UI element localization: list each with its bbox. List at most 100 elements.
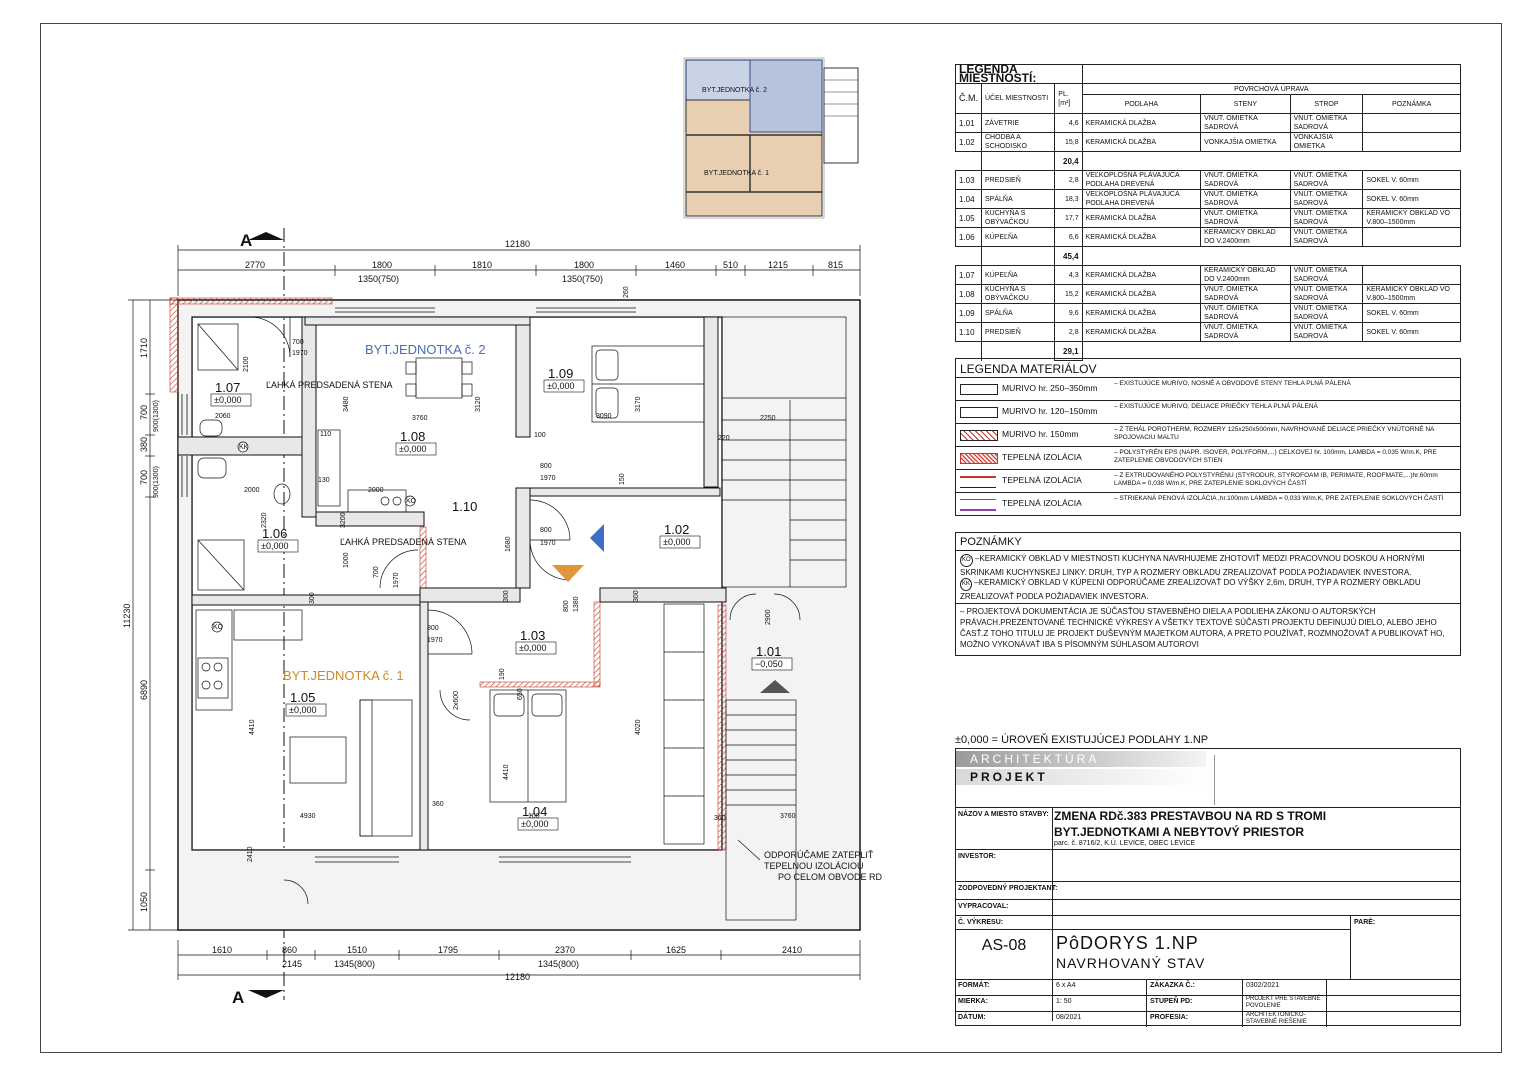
drawing-frame	[40, 23, 1502, 1053]
inner-dimension: 3090	[596, 413, 612, 420]
inner-dimension: 4410	[503, 764, 510, 780]
material-name: TEPELNÁ IZOLÁCIA	[1002, 498, 1082, 508]
lbl-copy: PARÉ:	[1354, 919, 1376, 926]
rooms-legend-sum: 20,4	[1054, 151, 1083, 171]
inner-dimension: 2100	[243, 356, 250, 372]
interior-walls	[177, 316, 727, 851]
room-number: 1.05	[290, 690, 315, 705]
rooms-legend-cell-ceiling: VNÚT. OMIETKA SADROVÁ	[1289, 227, 1364, 247]
insulation-note-1: ODPORÚČAME ZATEPLIŤ	[764, 850, 874, 860]
stage-value: PROJEKT PRE STAVEBNÉ POVOLENIE	[1246, 996, 1321, 1009]
rooms-legend-cell-floor: KERAMICKÁ DLAŽBA	[1081, 303, 1202, 323]
rooms-legend-cell-ceiling: VNÚT. OMIETKA SADROVÁ	[1289, 322, 1364, 342]
inner-dimensions: 7001970210020603480110376031202603090317…	[215, 286, 796, 862]
dim-top-2: 1800	[372, 260, 392, 270]
rooms-legend-cell-floor: VEĽKOPLOŠNÁ PLÁVAJÚCA PODLAHA DREVENÁ	[1081, 170, 1202, 190]
hdr-num: Č.M.	[955, 83, 982, 114]
room-level: −0,050	[755, 659, 783, 669]
material-row: TEPELNÁ IZOLÁCIA– Z EXTRUDOVANÉHO POLYST…	[956, 469, 1460, 492]
rooms-legend-cell-name: ZÁVETRIE	[980, 113, 1056, 133]
material-name: MURIVO hr. 150mm	[1002, 429, 1079, 439]
note-ko: KO –KERAMICKÝ OBKLAD V MIESTNOSTI KUCHYN…	[960, 553, 1456, 578]
rooms-legend-cell-ceiling: VNÚT. OMIETKA SADROVÁ	[1289, 189, 1364, 209]
inner-dimension: 700	[292, 339, 304, 346]
material-swatch	[960, 407, 998, 418]
level-box	[659, 535, 701, 549]
inner-dimension: 300	[503, 590, 510, 602]
dim-top-3: 1810	[472, 260, 492, 270]
lbl-drawn: VYPRACOVAL:	[958, 903, 1009, 910]
rooms-legend-cell-n: 1.01	[955, 113, 982, 133]
hdr-floor: PODLAHA	[1081, 94, 1202, 114]
dim-bottom-3: 1510	[347, 945, 367, 955]
rooms-legend-sum: 45,4	[1054, 246, 1083, 266]
hdr-ceiling: STROP	[1289, 94, 1364, 114]
rooms-legend-cell-note: SOKEL V. 60mm	[1362, 170, 1461, 190]
material-name: TEPELNÁ IZOLÁCIA	[1002, 475, 1082, 485]
rooms-legend-cell-walls: VNÚT. OMIETKA SADROVÁ	[1200, 284, 1291, 304]
rooms-legend-cell-ceiling: VNÚT. OMIETKA SADROVÁ	[1289, 113, 1364, 133]
insulation-right	[717, 604, 727, 851]
inner-dimension: 4930	[300, 813, 316, 820]
dim-top-window-2: 1350(750)	[562, 274, 603, 284]
rooms-legend-cell-name: CHODBA A SCHODISKO	[980, 132, 1056, 152]
rooms-legend-cell-ceiling: VNÚT. OMIETKA SADROVÁ	[1289, 284, 1364, 304]
rooms-legend-cell-name: KÚPEĽŇA	[980, 227, 1056, 247]
inner-dimension: 2060	[215, 413, 231, 420]
rooms-legend-sum: 29,1	[1054, 341, 1083, 361]
room-number: 1.02	[664, 522, 689, 537]
rooms-legend-cell-floor: KERAMICKÁ DLAŽBA	[1081, 132, 1202, 152]
material-desc: – STRIEKANÁ PENOVÁ IZOLÁCIA ,hr.100mm LA…	[1114, 495, 1444, 502]
inner-dimension: 1970	[540, 475, 556, 482]
dim-left-2: 700	[139, 405, 149, 420]
notes-panel: POZNÁMKY KO –KERAMICKÝ OBKLAD V MIESTNOS…	[955, 532, 1461, 656]
entry-marker-orange-icon	[552, 565, 584, 582]
dim-top-1: 2770	[245, 260, 265, 270]
inner-dimension: 2900	[765, 609, 772, 625]
rooms-legend-cell-area: 15,2	[1054, 284, 1083, 304]
dim-left-total: 11230	[122, 604, 132, 628]
rooms-legend-sum-row: 45,4	[955, 246, 1461, 266]
inner-dimension: 2000	[368, 487, 384, 494]
rooms-legend-cell-n: 1.03	[955, 170, 982, 190]
rooms-legend-cell-walls: VONKAJŠIA OMIETKA	[1200, 132, 1291, 152]
rooms-legend-cell-floor: KERAMICKÁ DLAŽBA	[1081, 265, 1202, 285]
dim-left-1: 1710	[139, 338, 149, 358]
lbl-order: ZÁKAZKA Č.:	[1150, 982, 1195, 989]
rooms-legend-cell-name: PREDSIEŇ	[980, 170, 1056, 190]
room-level: ±0,000	[547, 381, 574, 391]
room-level: ±0,000	[521, 819, 548, 829]
inner-dimension: 800	[563, 600, 570, 612]
section-marker-bottom: A	[232, 988, 284, 1007]
rooms-legend-sum-row: 29,1	[955, 341, 1461, 361]
entry-marker-blue-icon	[590, 524, 604, 552]
level-box	[543, 379, 585, 393]
rooms-legend-cell-floor: KERAMICKÁ DLAŽBA	[1081, 227, 1202, 247]
level-box	[517, 817, 559, 831]
ko-markers: KO KO KK	[211, 441, 417, 633]
note-copyright: – PROJEKTOVÁ DOKUMENTÁCIA JE SÚČASŤOU ST…	[960, 607, 1445, 649]
rooms-legend-cell-note: KERAMICKÝ OBKLAD VO V.800–1500mm	[1362, 284, 1461, 304]
rooms-legend-cell-n: 1.10	[955, 322, 982, 342]
rooms-legend-cell-name: SPÁLŇA	[980, 303, 1056, 323]
level-box	[285, 703, 327, 717]
dim-bottom-sub-1: 2145	[282, 959, 302, 969]
section-label-top: A	[240, 231, 252, 250]
rooms-legend-cell-name: KUCHYŇA S OBÝVAČKOU	[980, 208, 1056, 228]
rooms-legend-cell-n: 1.05	[955, 208, 982, 228]
rooms-legend-cell-note: SOKEL V. 60mm	[1362, 322, 1461, 342]
room-level: ±0,000	[289, 705, 316, 715]
lbl-name: NÁZOV A MIESTO STAVBY:	[958, 811, 1049, 818]
staircase	[721, 316, 847, 588]
insulation-top	[169, 297, 333, 305]
inner-dimension: 2410	[247, 846, 254, 862]
room-number: 1.06	[262, 526, 287, 541]
inner-dimension: 1970	[292, 350, 308, 357]
date-value: 08/2021	[1056, 1014, 1082, 1021]
material-swatch	[960, 499, 996, 511]
room-number: 1.10	[452, 499, 477, 514]
project-name-1: ZMENA RDč.383 PRESTAVBOU NA RD S TROMI	[1054, 809, 1327, 823]
rooms-legend-cell-walls: KERAMICKÝ OBKLAD DO V.2400mm	[1200, 227, 1291, 247]
